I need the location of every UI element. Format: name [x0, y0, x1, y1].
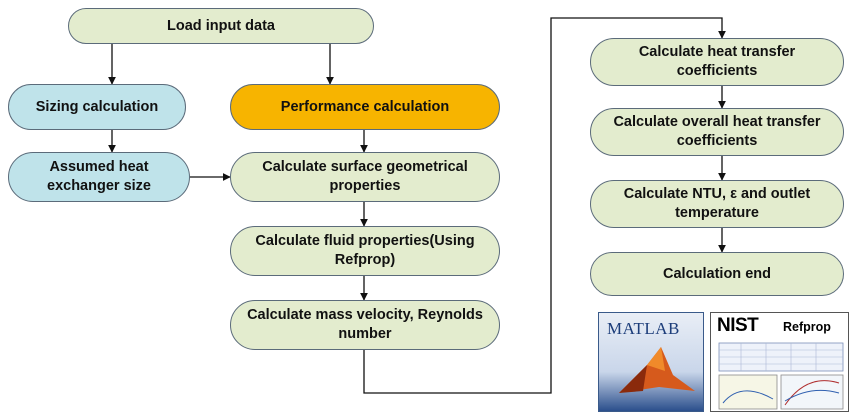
matlab-logo: MATLAB	[598, 312, 704, 412]
node-performance-calculation: Performance calculation	[230, 84, 500, 130]
node-label: Calculate surface geometrical properties	[262, 159, 468, 194]
node-overall-heat: Calculate overall heat transfer coeffici…	[590, 108, 844, 156]
node-label: Calculate NTU, ε and outlet temperature	[623, 186, 811, 221]
node-mass-velocity: Calculate mass velocity, Reynolds number	[230, 300, 500, 350]
node-label: Performance calculation	[280, 98, 450, 115]
nist-refprop-logo: NIST Refprop	[710, 312, 849, 412]
matlab-membrane-icon	[619, 347, 695, 393]
node-label: Assumed heat exchanger size	[47, 159, 151, 194]
node-label: Calculate overall heat transfer coeffici…	[613, 114, 821, 149]
node-label: Calculate heat transfer coefficients	[638, 44, 796, 79]
node-label: Calculation end	[663, 265, 771, 282]
node-fluid-properties: Calculate fluid properties(Using Refprop…	[230, 226, 500, 276]
matlab-logo-text: MATLAB	[607, 319, 680, 338]
node-label: Calculate fluid properties(Using Refprop…	[255, 233, 475, 268]
node-label: Calculate mass velocity, Reynolds number	[247, 307, 483, 342]
node-calculation-end: Calculation end	[590, 252, 844, 296]
node-load-input: Load input data	[68, 8, 374, 44]
nist-logo-text: NIST	[717, 315, 759, 336]
node-label: Sizing calculation	[35, 98, 159, 115]
node-surface-properties: Calculate surface geometrical properties	[230, 152, 500, 202]
node-ntu: Calculate NTU, ε and outlet temperature	[590, 180, 844, 228]
refprop-logo-text: Refprop	[783, 320, 831, 334]
connector-mass-to-heat	[363, 17, 726, 394]
node-assumed-size: Assumed heat exchanger size	[8, 152, 190, 202]
refprop-screenshot-icon	[718, 342, 844, 410]
node-sizing-calculation: Sizing calculation	[8, 84, 186, 130]
node-label: Load input data	[167, 17, 275, 34]
node-heat-transfer: Calculate heat transfer coefficients	[590, 38, 844, 86]
